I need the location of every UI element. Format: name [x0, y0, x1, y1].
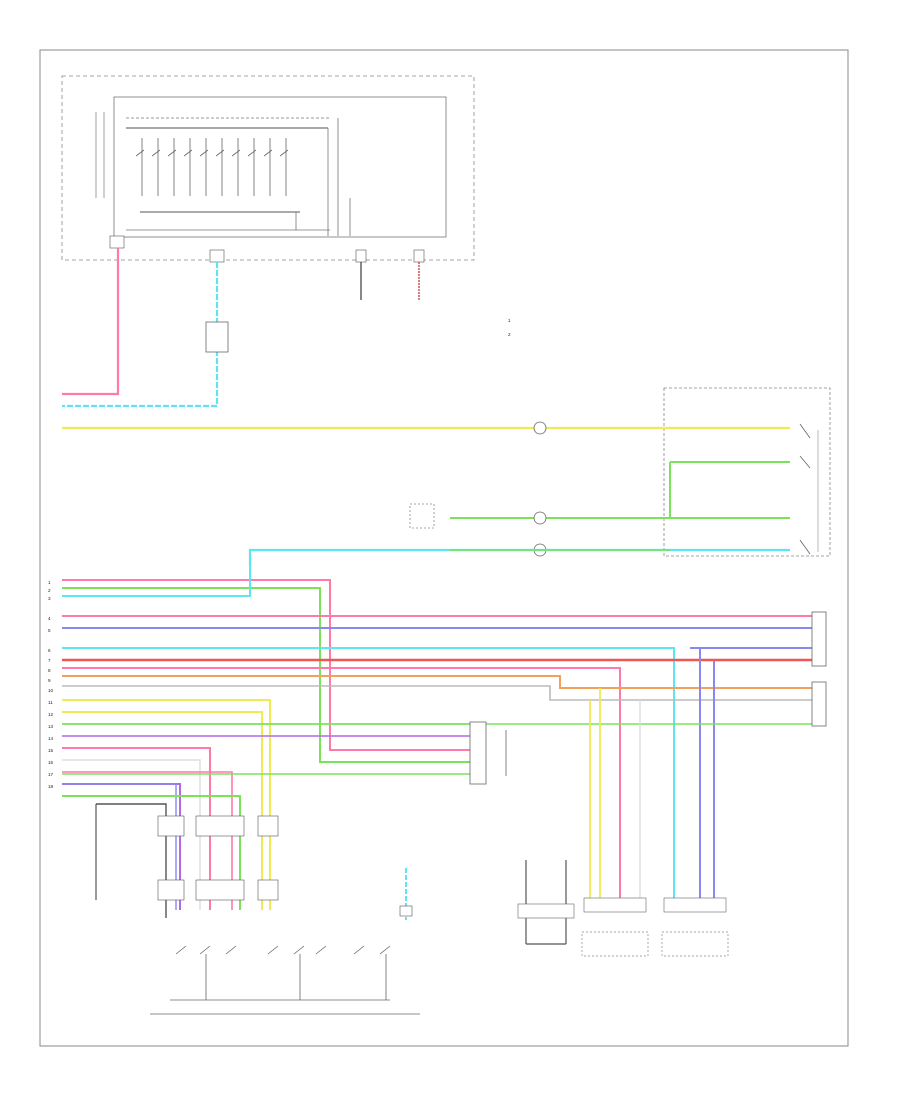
svg-text:9: 9 — [48, 678, 51, 683]
wire-pink-d — [62, 747, 211, 910]
svg-text:15: 15 — [48, 748, 54, 753]
switch-assembly — [663, 387, 831, 557]
svg-text:2: 2 — [508, 332, 511, 337]
module-dashed-outline — [61, 75, 475, 261]
svg-text:12: 12 — [48, 712, 54, 717]
legend: 1 2 — [508, 318, 511, 337]
wire-gray-c — [62, 685, 820, 701]
wire-blue-d — [62, 783, 177, 910]
bottom-e-sensor — [661, 897, 729, 957]
svg-text:10: 10 — [48, 688, 54, 693]
bottom-c-sensor — [517, 860, 575, 945]
svg-text:7: 7 — [48, 658, 51, 663]
sensor-right-mid — [811, 681, 827, 727]
svg-text:2: 2 — [48, 588, 51, 593]
svg-text:4: 4 — [48, 616, 51, 621]
svg-text:14: 14 — [48, 736, 54, 741]
svg-text:8: 8 — [48, 668, 51, 673]
junction-connector — [533, 511, 547, 525]
svg-text:3: 3 — [48, 596, 51, 601]
wire-green-sw — [669, 461, 790, 519]
control-module — [61, 75, 475, 263]
wire-pink-top — [62, 248, 120, 396]
diagram-frame — [39, 49, 849, 1047]
wire-orange-c — [62, 675, 820, 689]
temp-sensor — [469, 721, 507, 785]
sensor-right-top — [811, 611, 827, 667]
svg-text:11: 11 — [48, 700, 53, 705]
wire-cyan-sensor — [248, 548, 790, 566]
bundle-connectors — [157, 815, 279, 901]
wire-cyan-c — [62, 647, 675, 900]
svg-text:17: 17 — [48, 772, 54, 777]
svg-text:18: 18 — [48, 784, 54, 789]
solenoid-group — [150, 945, 420, 1015]
svg-text:13: 13 — [48, 724, 54, 729]
svg-text:6: 6 — [48, 648, 51, 653]
wire-yellow-d — [62, 699, 271, 910]
wire-pink-a — [62, 579, 470, 751]
junction-connector — [533, 421, 547, 435]
svg-text:5: 5 — [48, 628, 51, 633]
svg-text:1: 1 — [48, 580, 51, 585]
wire-pink-c — [62, 667, 621, 900]
wire-green-d — [62, 795, 241, 910]
splice-connector — [205, 321, 229, 353]
module-inner-box — [113, 96, 447, 238]
wire-cyan-a — [62, 566, 251, 597]
bottom-d-sensor — [581, 897, 649, 957]
svg-text:16: 16 — [48, 760, 54, 765]
svg-text:1: 1 — [508, 318, 511, 323]
wire-cyan-top — [62, 262, 219, 408]
sensor-mid-connector — [409, 503, 435, 529]
internal-switch-array — [135, 138, 289, 196]
